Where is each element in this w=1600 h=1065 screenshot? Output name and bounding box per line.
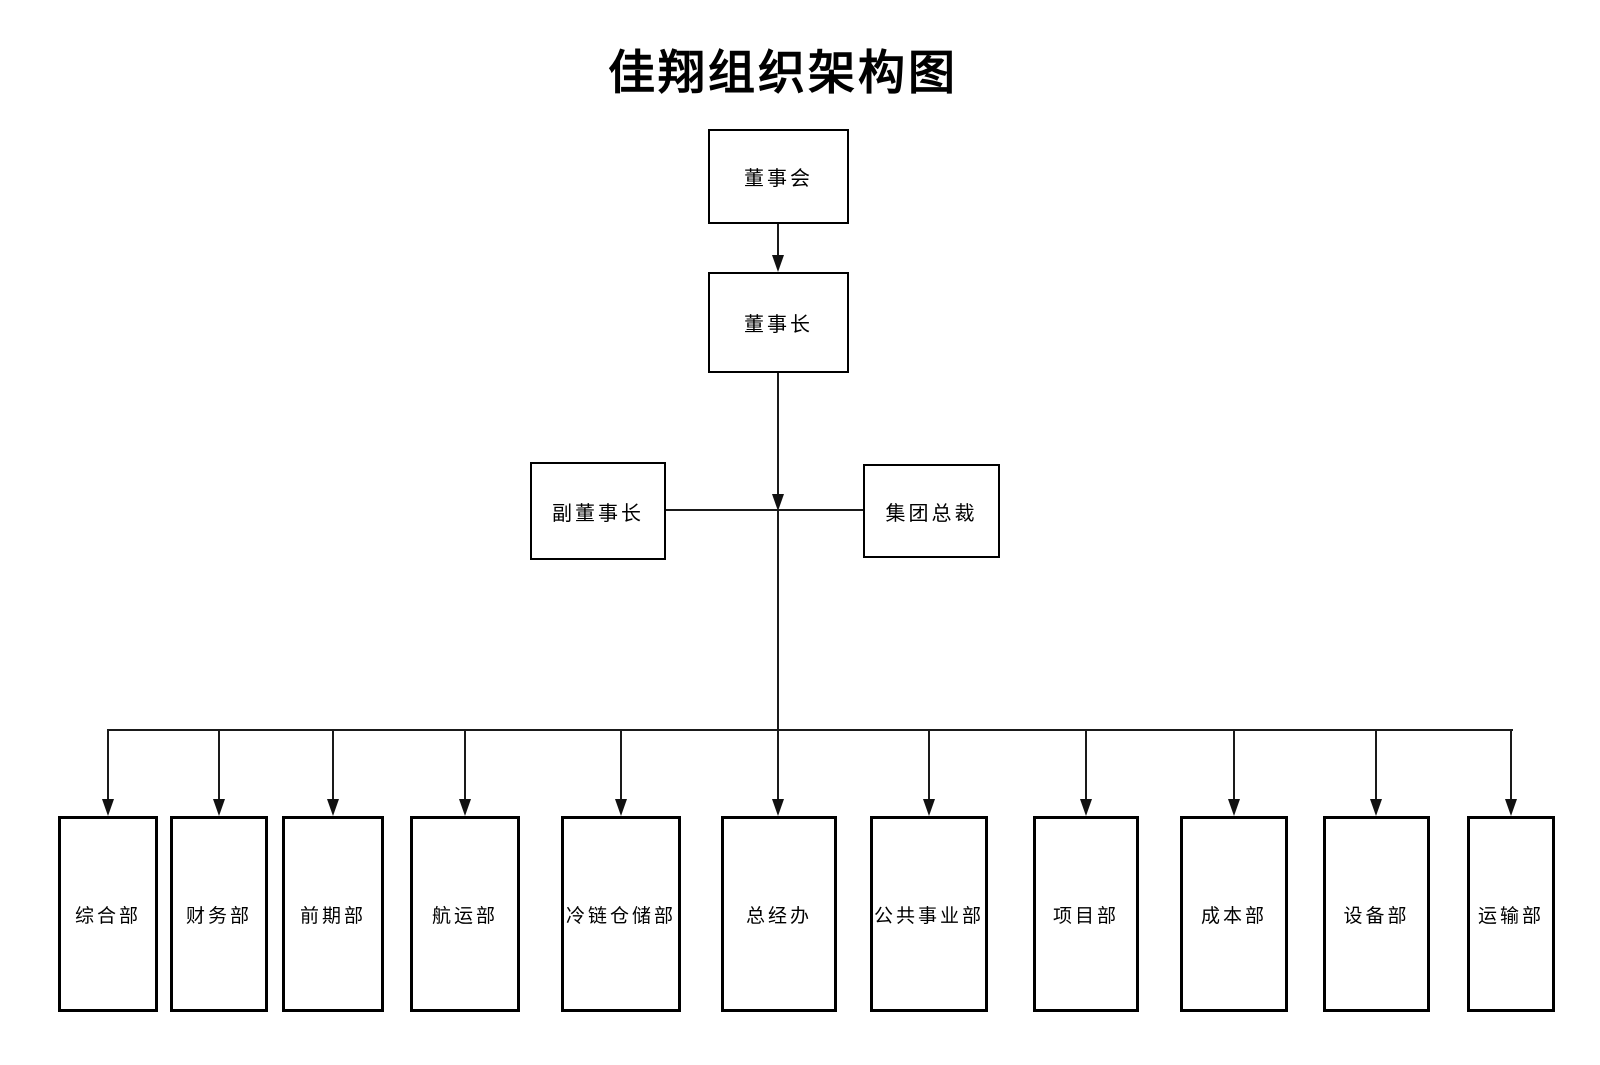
dept-label: 总经办	[745, 905, 812, 927]
connector-vice-president-line	[666, 509, 863, 511]
dept-box-general-affairs: 综合部	[58, 816, 158, 1012]
node-chairman: 董事长	[708, 272, 849, 373]
dept-label: 财务部	[185, 905, 252, 927]
arrow-down-icon	[1370, 799, 1382, 816]
arrow-down-icon	[327, 799, 339, 816]
connector-distribution-line	[107, 729, 1513, 731]
dept-box-public-utilities: 公共事业部	[870, 816, 988, 1012]
node-vice-chairman-label: 副董事长	[552, 502, 644, 525]
connector-drop-line	[107, 731, 109, 799]
dept-label: 设备部	[1343, 905, 1410, 927]
dept-label: 运输部	[1477, 905, 1544, 927]
connector-drop-line	[1233, 731, 1235, 799]
arrow-down-icon	[615, 799, 627, 816]
arrow-down-icon	[923, 799, 935, 816]
dept-box-gm-office: 总经办	[721, 816, 837, 1012]
arrow-down-icon	[1228, 799, 1240, 816]
arrow-down-icon	[772, 255, 784, 272]
dept-label: 成本部	[1200, 905, 1267, 927]
dept-box-shipping: 航运部	[410, 816, 520, 1012]
dept-box-equipment: 设备部	[1323, 816, 1430, 1012]
arrow-down-icon	[772, 494, 784, 511]
node-vice-chairman: 副董事长	[530, 462, 666, 560]
connector-drop-line	[928, 731, 930, 799]
connector-trunk-line	[777, 511, 779, 799]
page-title: 佳翔组织架构图	[608, 48, 958, 100]
node-board-label: 董事会	[744, 168, 813, 190]
dept-box-project: 项目部	[1033, 816, 1139, 1012]
dept-label: 项目部	[1052, 905, 1119, 927]
node-chairman-label: 董事长	[744, 314, 813, 336]
arrow-down-icon	[213, 799, 225, 816]
dept-box-cost: 成本部	[1180, 816, 1288, 1012]
dept-box-finance: 财务部	[170, 816, 268, 1012]
node-group-president-label: 集团总裁	[885, 502, 978, 525]
connector-drop-line	[464, 731, 466, 799]
dept-label: 公共事业部	[873, 905, 984, 927]
node-group-president: 集团总裁	[863, 464, 1000, 558]
connector-drop-line	[1375, 731, 1377, 799]
connector-drop-line	[620, 731, 622, 799]
connector-chairman-junction-line	[777, 373, 779, 495]
arrow-down-icon	[772, 799, 784, 816]
connector-drop-line	[1510, 731, 1512, 799]
arrow-down-icon	[459, 799, 471, 816]
dept-box-cold-chain-warehouse: 冷链仓储部	[561, 816, 681, 1012]
connector-board-chairman-line	[777, 224, 779, 256]
dept-box-early-stage: 前期部	[282, 816, 384, 1012]
dept-label: 冷链仓储部	[565, 905, 676, 927]
dept-label: 前期部	[299, 905, 366, 927]
connector-drop-line	[1085, 731, 1087, 799]
connector-drop-line	[332, 731, 334, 799]
connector-drop-line	[218, 731, 220, 799]
dept-label: 综合部	[74, 905, 141, 927]
arrow-down-icon	[1505, 799, 1517, 816]
dept-label: 航运部	[431, 905, 498, 927]
arrow-down-icon	[102, 799, 114, 816]
dept-box-transportation: 运输部	[1467, 816, 1555, 1012]
node-board-of-directors: 董事会	[708, 129, 849, 224]
arrow-down-icon	[1080, 799, 1092, 816]
